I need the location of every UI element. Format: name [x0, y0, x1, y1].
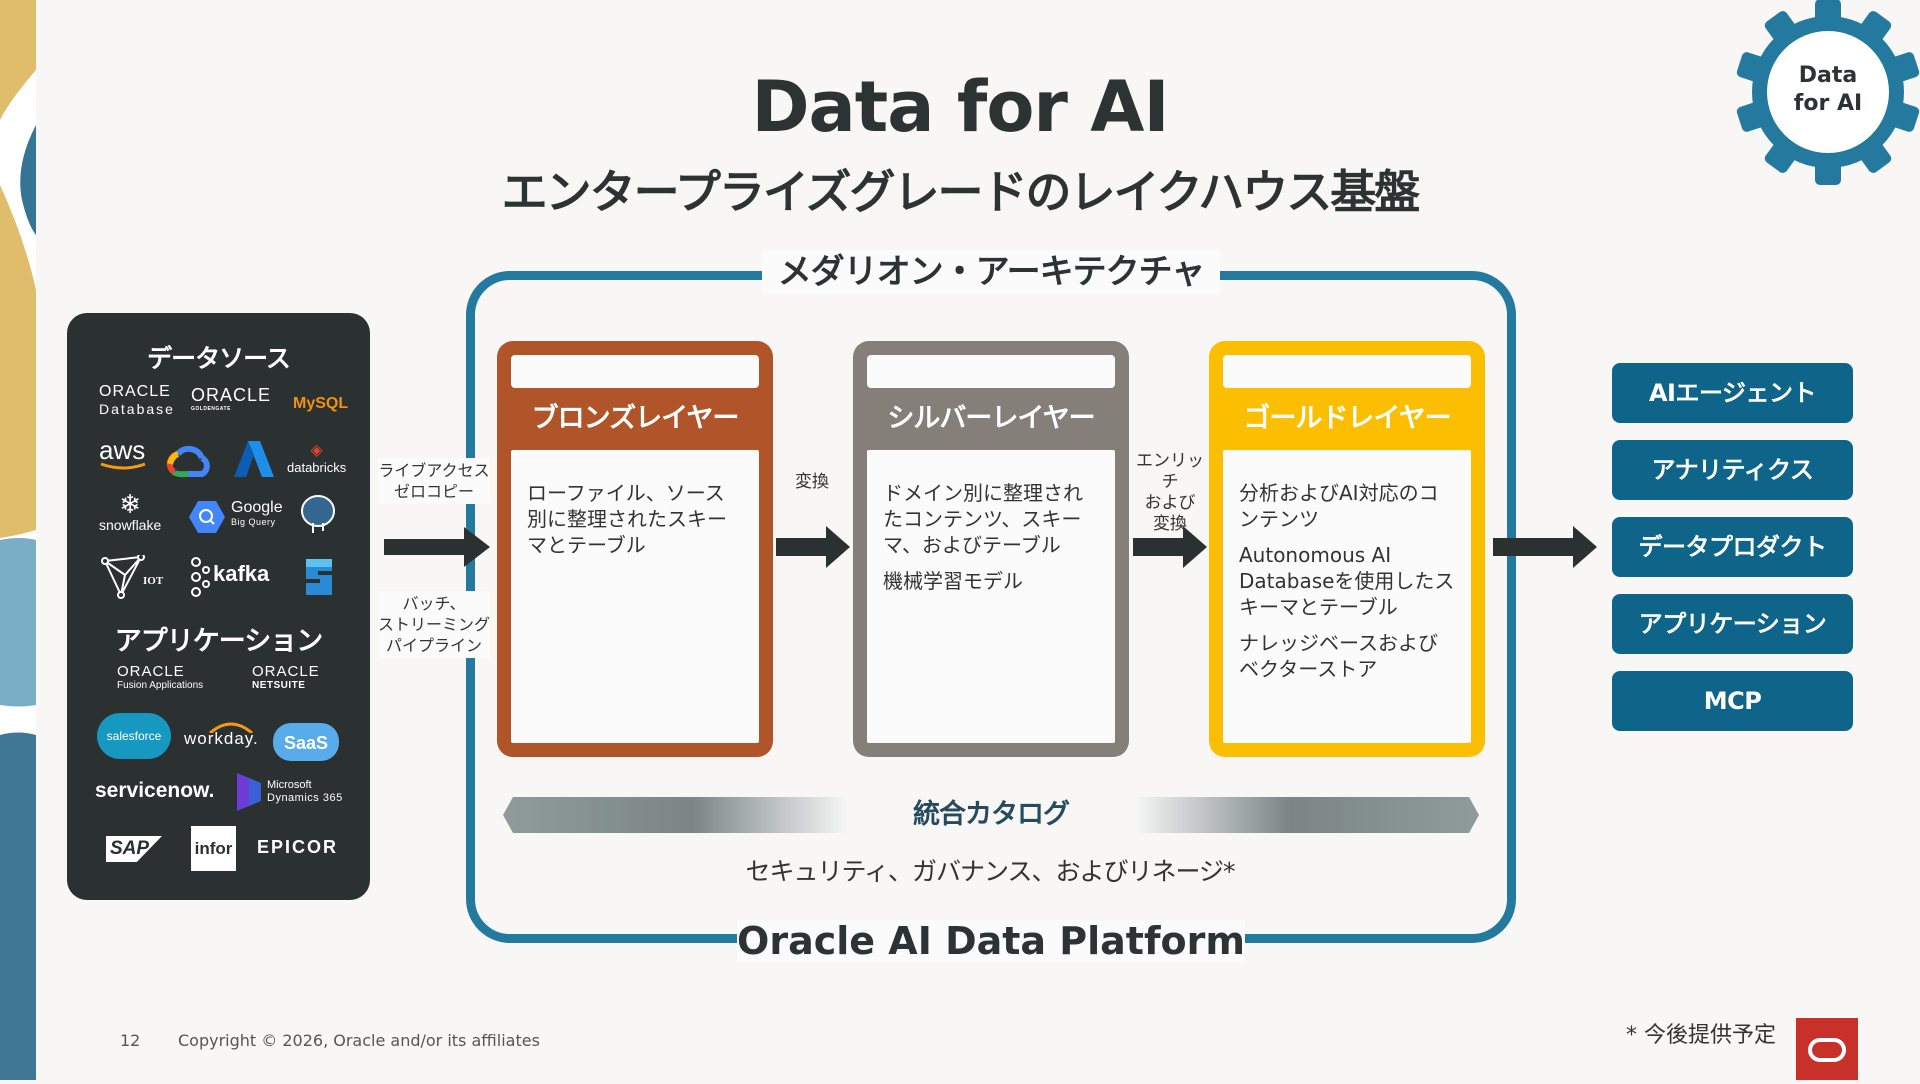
applications-title: アプリケーション: [114, 626, 323, 657]
gear-tooth: [1885, 100, 1920, 132]
sap-logo: SAP: [106, 836, 162, 862]
silver-layer-item: 機械学習モデル: [883, 569, 1023, 593]
oracle-logo-icon: [1796, 1018, 1858, 1080]
google-cloud-icon: [166, 446, 210, 478]
governance-label: セキュリティ、ガバナンス、およびリネージ*: [745, 857, 1235, 886]
workday-logo: workday.: [184, 721, 259, 749]
bronze-layer-item: ローファイル、ソース別に整理されたスキーマとテーブル: [527, 481, 727, 557]
infor-logo: infor: [191, 826, 236, 871]
gold-layer-item: 分析およびAI対応のコンテンツ: [1239, 481, 1439, 531]
gold-layer-title: ゴールドレイヤー: [1243, 403, 1451, 434]
mysql-logo: MySQL: [293, 395, 349, 412]
page-subtitle: エンタープライズグレードのレイクハウス基盤: [501, 165, 1421, 219]
azure-icon: [234, 441, 274, 477]
batch-pipeline-label: バッチ、ストリーミングパイプライン: [378, 591, 490, 658]
gear-tooth: [1815, 0, 1841, 29]
gear-tooth: [1815, 155, 1841, 185]
gear-tooth: [1885, 52, 1920, 84]
medallion-architecture-title: メダリオン・アーキテクチャ: [762, 250, 1220, 294]
gold-layer-item: ナレッジベースおよびベクターストア: [1239, 631, 1438, 681]
gear-tooth: [1856, 11, 1892, 47]
silver-layer-title: シルバーレイヤー: [887, 403, 1095, 434]
output-data-product[interactable]: データプロダクト: [1612, 517, 1853, 577]
bronze-layer-title: ブロンズレイヤー: [531, 403, 740, 434]
enrich-transform-label: エンリッチおよび変換: [1136, 451, 1204, 534]
silver-layer-card: シルバーレイヤー ドメイン別に整理されたコンテンツ、スキーマ、およびテーブル 機…: [853, 341, 1129, 757]
footnote: * 今後提供予定: [1626, 1023, 1776, 1048]
microsoft-fabric-icon: [306, 559, 332, 595]
live-access-label: ライブアクセスゼロコピー: [378, 458, 490, 504]
gear-tooth: [1764, 137, 1800, 173]
gear-icon: [1736, 0, 1920, 185]
saas-logo: SaaS: [273, 723, 339, 761]
gear-tooth: [1764, 11, 1800, 47]
gold-layer-card: ゴールドレイヤー 分析およびAI対応のコンテンツ Autonomous AI D…: [1209, 341, 1485, 757]
epicor-logo: EPICOR: [257, 837, 339, 857]
kafka-icon: [191, 557, 210, 597]
databricks-logo: ◈databricks: [287, 442, 347, 475]
badge-line-1: Data: [1798, 63, 1858, 88]
unified-catalog-bar: [503, 797, 1479, 833]
platform-title: Oracle AI Data Platform: [737, 919, 1245, 963]
page-title: Data for AI: [751, 66, 1169, 148]
gear-tooth: [1736, 100, 1771, 132]
arrow-right-icon: [384, 527, 490, 567]
iot-label: IOT: [143, 575, 164, 587]
arrow-right-icon: [1133, 526, 1207, 568]
output-mcp[interactable]: MCP: [1612, 671, 1853, 731]
snowflake-logo: ❄snowflake: [99, 489, 162, 533]
side-decoration: [0, 0, 36, 1080]
gear-tooth: [1736, 52, 1771, 84]
gear-tooth: [1856, 137, 1892, 173]
aws-logo: aws: [99, 435, 149, 470]
unified-catalog-label: 統合カタログ: [913, 799, 1070, 830]
arrow-right-icon: [776, 526, 850, 568]
copyright-text: Copyright © 2026, Oracle and/or its affi…: [178, 1031, 540, 1050]
output-analytics[interactable]: アナリティクス: [1612, 440, 1853, 500]
bigquery-icon: [189, 501, 225, 533]
silver-layer-item: ドメイン別に整理されたコンテンツ、スキーマ、およびテーブル: [883, 481, 1083, 557]
transform-label: 変換: [795, 472, 829, 492]
salesforce-logo: salesforce: [97, 713, 171, 759]
bronze-layer-card: ブロンズレイヤー ローファイル、ソース別に整理されたスキーマとテーブル: [497, 341, 773, 757]
iot-icon: [101, 555, 145, 599]
badge-line-2: for AI: [1793, 91, 1863, 116]
postgresql-icon: [301, 495, 335, 533]
output-applications[interactable]: アプリケーション: [1612, 594, 1853, 654]
gold-layer-item: Autonomous AI Databaseを使用したスキーマとテーブル: [1239, 543, 1455, 619]
page-number: 12: [120, 1031, 141, 1050]
data-for-ai-badge: Data for AI: [1765, 62, 1891, 118]
kafka-logo: kafka: [213, 561, 270, 586]
dynamics-365-icon: [237, 773, 261, 811]
output-ai-agent[interactable]: AIエージェント: [1612, 363, 1853, 423]
data-sources-title: データソース: [147, 344, 291, 373]
arrow-right-icon: [1493, 526, 1597, 568]
servicenow-logo: servicenow.: [95, 779, 215, 802]
